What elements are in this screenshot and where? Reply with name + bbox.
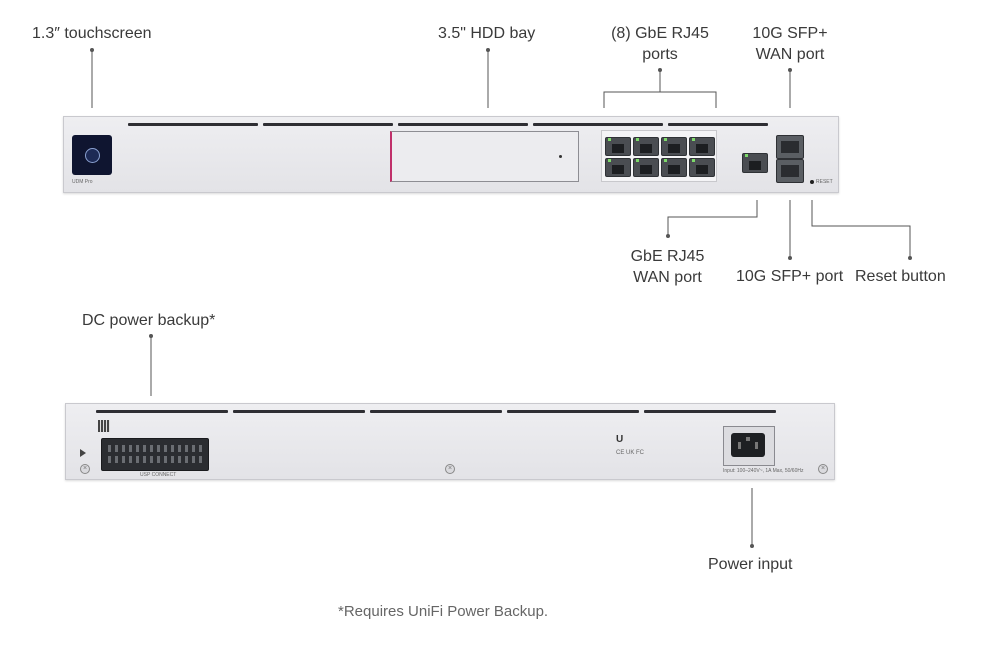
model-text: UDM Pro [72, 179, 93, 185]
vent-slot [263, 123, 393, 126]
gbe-wan-label: GbE RJ45 WAN port [630, 248, 705, 286]
footnote: *Requires UniFi Power Backup. [338, 603, 549, 620]
screw-icon: × [445, 464, 455, 474]
hdd-dot-icon [559, 155, 562, 158]
hdd-bay[interactable] [390, 131, 579, 182]
gbe-port[interactable] [689, 158, 715, 177]
back-panel: USP CONNECT × × × U CE UK FC Input: 100–… [65, 403, 835, 480]
vent-slot [644, 410, 776, 413]
touchscreen-label: 1.3″ touchscreen [32, 25, 152, 42]
gbe-port[interactable] [689, 137, 715, 156]
vent-slot [507, 410, 639, 413]
hdd-bay-label: 3.5" HDD bay [438, 25, 536, 42]
vent-slot [370, 410, 502, 413]
power-input-label: Power input [708, 556, 793, 573]
compliance-marks: CE UK FC [616, 450, 645, 456]
front-panel: UDM Pro RESET [63, 116, 839, 193]
gbe-port-block [601, 130, 717, 182]
vent-slot [398, 123, 528, 126]
status-circle-icon [85, 148, 100, 163]
gbe-port[interactable] [633, 158, 659, 177]
gbe-port[interactable] [633, 137, 659, 156]
qr-code-icon [98, 420, 110, 432]
sfp-port[interactable] [776, 159, 804, 183]
reset-button-label: Reset button [855, 268, 946, 285]
gbe-port[interactable] [661, 158, 687, 177]
sfp-wan-label: 10G SFP+ WAN port [752, 25, 828, 63]
power-rating-text: Input: 100–240V~, 1A Max, 50/60Hz [723, 468, 804, 474]
vent-slot [533, 123, 663, 126]
reset-tag: RESET [816, 179, 833, 185]
ground-icon [80, 449, 86, 457]
screw-icon: × [818, 464, 828, 474]
gbe-wan-port[interactable] [742, 153, 768, 173]
touchscreen[interactable] [72, 135, 112, 175]
vent-slot [233, 410, 365, 413]
screw-icon: × [80, 464, 90, 474]
sfp-wan-port[interactable] [776, 135, 804, 159]
reset-button[interactable] [810, 180, 814, 184]
gbe-port[interactable] [661, 137, 687, 156]
power-inlet[interactable] [723, 426, 775, 466]
vent-slot [96, 410, 228, 413]
usp-connect-text: USP CONNECT [140, 472, 177, 478]
sfp-port-label: 10G SFP+ port [736, 268, 844, 285]
gbe-port[interactable] [605, 158, 631, 177]
vent-slot [668, 123, 768, 126]
dc-backup-label: DC power backup* [82, 312, 216, 329]
dc-backup-connector[interactable] [101, 438, 209, 471]
gbe-port[interactable] [605, 137, 631, 156]
vent-slot [128, 123, 258, 126]
gbe-ports-label: (8) GbE RJ45 ports [611, 25, 709, 63]
ubiquiti-logo: U [616, 434, 624, 445]
